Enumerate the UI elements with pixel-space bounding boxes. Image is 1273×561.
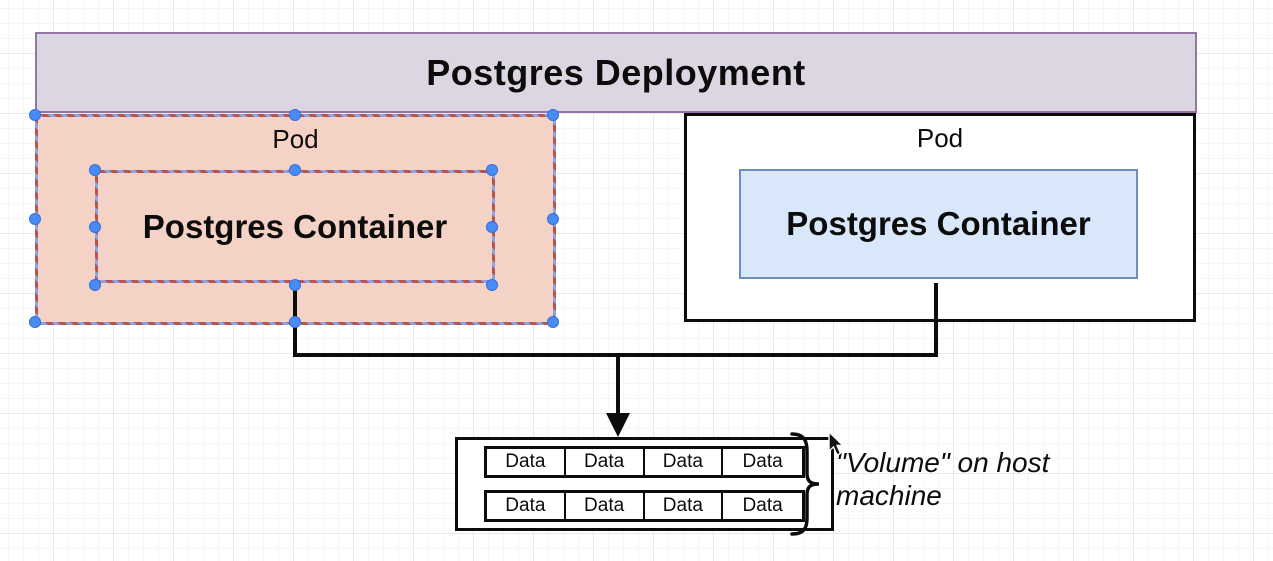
selection-handle[interactable] [289, 279, 301, 291]
pod-left-label: Pod [272, 124, 319, 154]
deployment-banner[interactable]: Postgres Deployment [35, 32, 1197, 113]
postgres-container-right-label: Postgres Container [786, 205, 1091, 242]
selection-handle[interactable] [89, 221, 101, 233]
data-cell: Data [645, 449, 724, 475]
data-row: Data Data Data Data [484, 446, 805, 478]
deployment-title: Postgres Deployment [426, 51, 806, 93]
volume-annotation-line2: machine [836, 480, 942, 511]
postgres-container-left-label: Postgres Container [142, 207, 448, 245]
data-cell: Data [487, 493, 566, 519]
selection-handle[interactable] [29, 316, 41, 328]
selection-handle[interactable] [289, 164, 301, 176]
selection-handle[interactable] [29, 213, 41, 225]
selection-handle[interactable] [547, 316, 559, 328]
selection-handle[interactable] [486, 279, 498, 291]
selection-handle[interactable] [289, 316, 301, 328]
selection-handle[interactable] [289, 109, 301, 121]
postgres-container-left[interactable]: Postgres Container [95, 170, 495, 283]
selection-handle[interactable] [89, 279, 101, 291]
pod-left[interactable]: Pod Postgres Container [35, 114, 556, 325]
volume-box[interactable]: Data Data Data Data Data Data Data Data [455, 437, 834, 531]
pod-right[interactable]: Pod Postgres Container [684, 113, 1196, 322]
volume-annotation[interactable]: "Volume" on host machine [836, 446, 1049, 512]
data-cell: Data [566, 493, 645, 519]
selection-handle[interactable] [486, 221, 498, 233]
postgres-container-right[interactable]: Postgres Container [739, 169, 1138, 279]
selection-handle[interactable] [547, 213, 559, 225]
arrowhead-icon [606, 413, 630, 437]
data-row: Data Data Data Data [484, 490, 805, 522]
pod-right-label: Pod [916, 123, 964, 153]
selection-handle[interactable] [29, 109, 41, 121]
data-cell: Data [742, 451, 783, 472]
data-cell: Data [742, 495, 783, 516]
volume-annotation-line1: "Volume" on host [836, 447, 1050, 478]
data-cell: Data [645, 493, 724, 519]
mouse-cursor-icon [828, 431, 845, 456]
data-cell: Data [566, 449, 645, 475]
selection-handle[interactable] [486, 164, 498, 176]
data-cell: Data [487, 449, 566, 475]
selection-handle[interactable] [89, 164, 101, 176]
selection-handle[interactable] [547, 109, 559, 121]
